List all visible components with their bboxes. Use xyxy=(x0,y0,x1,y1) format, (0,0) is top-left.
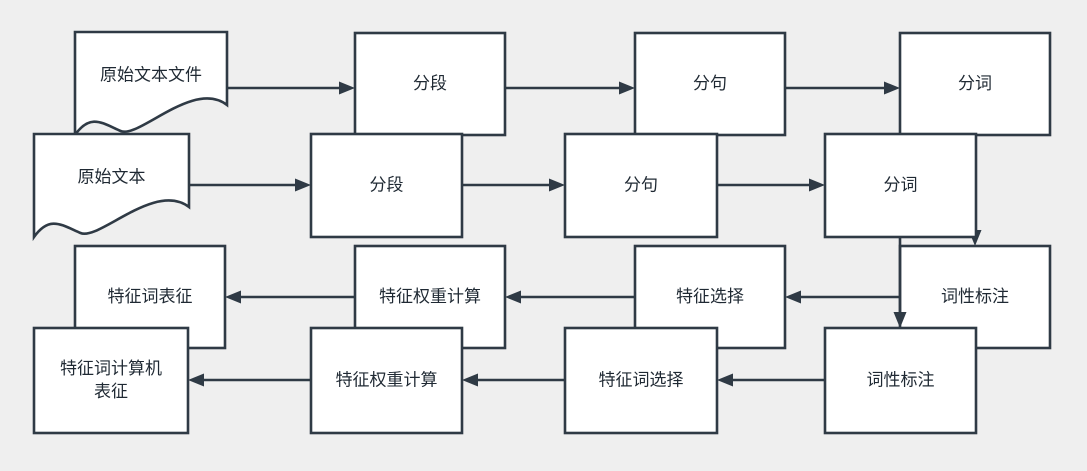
node-f8[interactable]: 特征词计算机表征 xyxy=(32,326,190,435)
arrow-head xyxy=(505,290,521,304)
node-f2[interactable]: 分段 xyxy=(309,132,464,239)
arrow-head xyxy=(549,178,565,192)
node-b2[interactable]: 分段 xyxy=(353,31,507,137)
document-shape xyxy=(32,132,191,242)
arrow-head xyxy=(295,178,311,192)
edge-b7-to-b8 xyxy=(225,290,355,304)
node-f4[interactable]: 分词 xyxy=(823,132,978,239)
arrow-head xyxy=(717,373,733,387)
arrow-head xyxy=(893,312,907,328)
rect-shape xyxy=(823,326,978,435)
edge-f7-to-f8 xyxy=(188,373,311,387)
node-f1[interactable]: 原始文本 xyxy=(32,132,191,242)
rect-shape xyxy=(563,132,719,239)
arrow-head xyxy=(785,290,801,304)
rect-shape xyxy=(309,326,464,435)
arrow-head xyxy=(188,373,204,387)
node-b4[interactable]: 分词 xyxy=(898,31,1052,137)
edge-f4-to-f5 xyxy=(893,237,907,328)
arrow-head xyxy=(225,290,241,304)
edge-f2-to-f3 xyxy=(462,178,565,192)
edge-f6-to-f7 xyxy=(462,373,565,387)
node-b3[interactable]: 分句 xyxy=(633,31,787,137)
node-f5[interactable]: 词性标注 xyxy=(823,326,978,435)
arrow-head xyxy=(619,81,635,95)
arrow-head xyxy=(462,373,478,387)
edge-b3-to-b4 xyxy=(785,81,900,95)
rect-shape xyxy=(898,31,1052,137)
rect-shape xyxy=(633,31,787,137)
rect-shape xyxy=(309,132,464,239)
document-shape xyxy=(73,30,229,140)
rect-shape xyxy=(353,31,507,137)
rect-shape xyxy=(823,132,978,239)
arrow-head xyxy=(339,81,355,95)
node-f7[interactable]: 特征权重计算 xyxy=(309,326,464,435)
edge-f5-to-f6 xyxy=(717,373,825,387)
node-f3[interactable]: 分句 xyxy=(563,132,719,239)
rect-shape xyxy=(32,326,190,435)
edge-b1-to-b2 xyxy=(227,81,355,95)
edge-f3-to-f4 xyxy=(717,178,825,192)
arrow-head xyxy=(809,178,825,192)
node-f6[interactable]: 特征词选择 xyxy=(563,326,719,435)
edge-b2-to-b3 xyxy=(505,81,635,95)
edge-b6-to-b7 xyxy=(505,290,635,304)
edge-b5-to-b6 xyxy=(785,290,900,304)
edge-f1-to-f2 xyxy=(189,178,311,192)
node-b1[interactable]: 原始文本文件 xyxy=(73,30,229,140)
arrow-head xyxy=(884,81,900,95)
rect-shape xyxy=(563,326,719,435)
